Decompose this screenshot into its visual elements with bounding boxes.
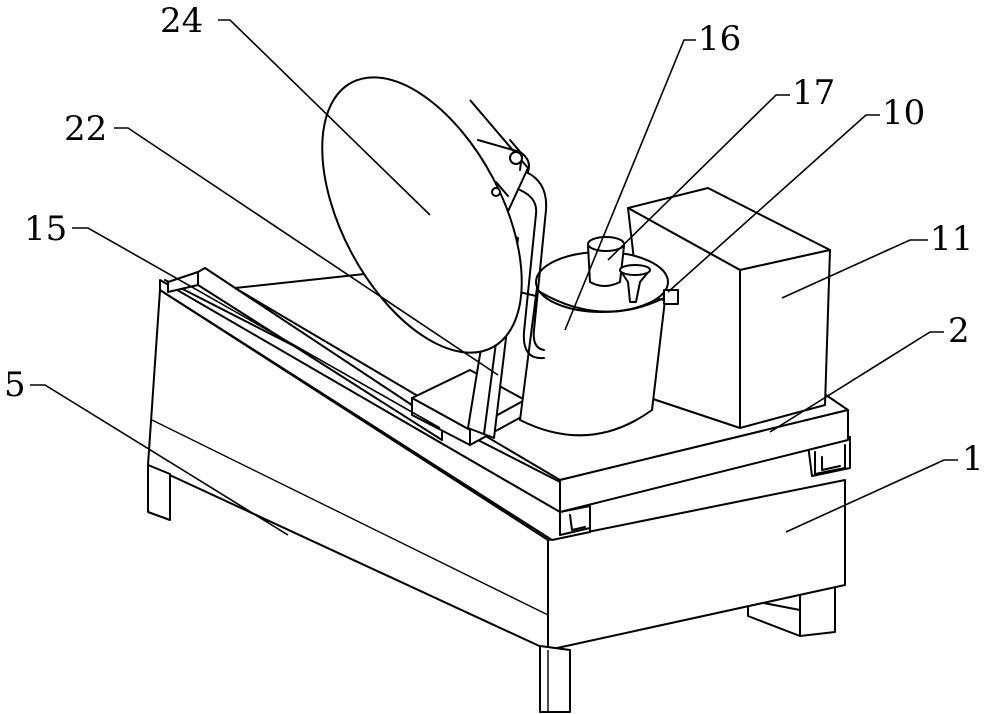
dish-rim — [321, 76, 523, 354]
label-10: 10 — [882, 93, 926, 133]
leader-17 — [607, 94, 790, 261]
base-back-leg-side — [747, 599, 801, 637]
label-16: 16 — [698, 19, 742, 59]
leader-22 — [114, 127, 499, 376]
leader-1 — [785, 459, 958, 533]
tank-body — [519, 279, 666, 437]
leader-15 — [72, 227, 441, 429]
leader-24 — [218, 19, 431, 216]
label-11: 11 — [930, 219, 974, 259]
label-2: 2 — [948, 311, 970, 351]
leader-5 — [30, 384, 289, 536]
box-right-face — [739, 249, 831, 429]
leader-11 — [781, 239, 928, 299]
label-24: 24 — [160, 1, 204, 41]
label-5: 5 — [4, 365, 26, 405]
delivery-pipe — [519, 171, 548, 360]
leader-10 — [667, 114, 880, 293]
base-leg-left — [147, 464, 171, 521]
tank-16 — [519, 236, 679, 437]
label-17: 17 — [792, 73, 836, 113]
label-22: 22 — [64, 109, 108, 149]
leader-lines — [30, 19, 958, 536]
label-1: 1 — [962, 439, 984, 479]
leader-16 — [564, 39, 696, 331]
leader-2 — [769, 331, 944, 433]
label-15: 15 — [24, 209, 68, 249]
base-frame — [147, 289, 846, 713]
base-leg-front — [539, 645, 571, 713]
dish-24 — [321, 76, 530, 354]
